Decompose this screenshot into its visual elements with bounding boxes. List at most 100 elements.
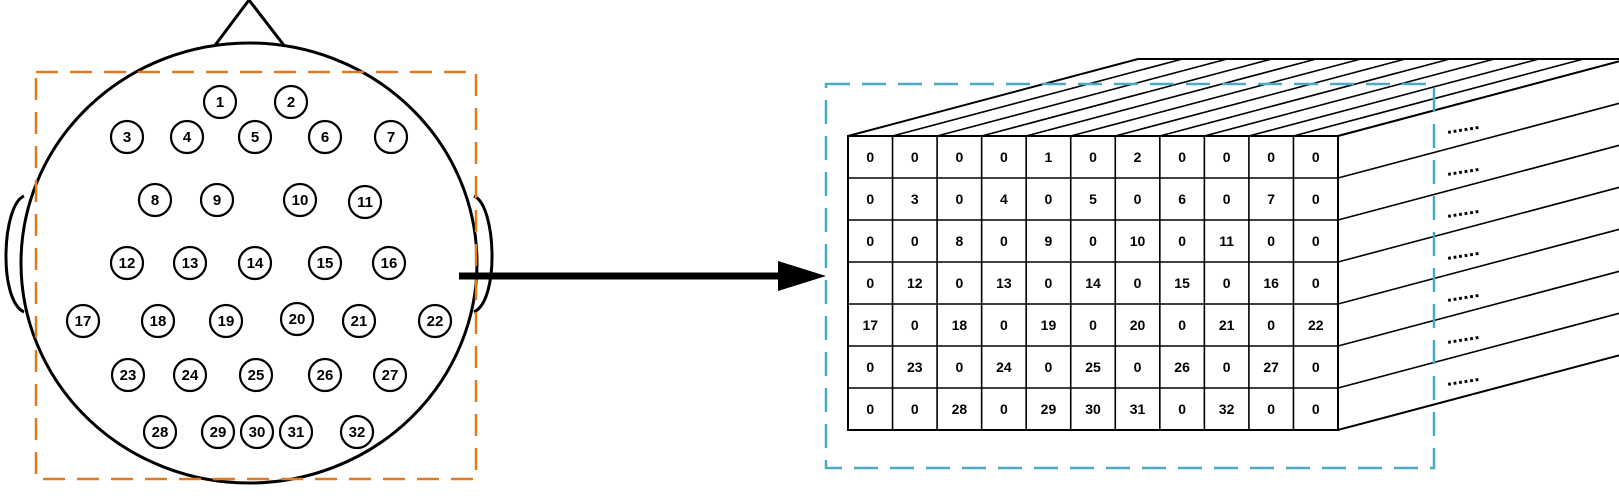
electrode-circle bbox=[307, 119, 343, 155]
electrode-label: 3 bbox=[123, 129, 131, 146]
matrix-cell: 0 bbox=[1223, 275, 1231, 291]
matrix-cell: 0 bbox=[1089, 233, 1097, 249]
matrix-cell: 0 bbox=[911, 317, 919, 333]
electrode-label: 8 bbox=[151, 192, 159, 209]
electrode-label: 17 bbox=[75, 313, 92, 330]
electrode-4: 4 bbox=[169, 119, 205, 155]
electrode-circle bbox=[172, 245, 208, 281]
matrix-cell: 0 bbox=[1178, 149, 1186, 165]
electrode-label: 9 bbox=[213, 192, 221, 209]
matrix-cell: 0 bbox=[866, 233, 874, 249]
electrode-circle bbox=[417, 303, 453, 339]
electrode-circle bbox=[279, 301, 315, 337]
matrix-cell: 0 bbox=[1134, 275, 1142, 291]
matrix-cell: 0 bbox=[1134, 359, 1142, 375]
matrix-cell: 10 bbox=[1130, 233, 1146, 249]
matrix-cell: 0 bbox=[1089, 149, 1097, 165]
matrix-cell: 27 bbox=[1263, 359, 1279, 375]
electrode-6: 6 bbox=[307, 119, 343, 155]
top-face-line bbox=[1293, 58, 1584, 137]
electrode-10: 10 bbox=[282, 182, 318, 218]
electrode-circle bbox=[238, 357, 274, 393]
electrode-22: 22 bbox=[417, 303, 453, 339]
electrode-16: 16 bbox=[371, 245, 407, 281]
matrix-cell: 0 bbox=[1000, 149, 1008, 165]
electrode-23: 23 bbox=[110, 357, 146, 393]
matrix-cell: 0 bbox=[866, 149, 874, 165]
matrix-cell: 0 bbox=[955, 275, 963, 291]
electrode-circle bbox=[307, 357, 343, 393]
electrode-label: 22 bbox=[427, 313, 444, 330]
electrode-7: 7 bbox=[373, 119, 409, 155]
electrode-29: 29 bbox=[200, 414, 236, 450]
matrix-cell: 0 bbox=[1000, 317, 1008, 333]
electrode-circle bbox=[341, 303, 377, 339]
matrix-cell: 0 bbox=[1267, 233, 1275, 249]
electrode-circle bbox=[172, 357, 208, 393]
top-face-line bbox=[1248, 58, 1540, 137]
matrix-cell: 0 bbox=[866, 401, 874, 417]
matrix-cell: 15 bbox=[1174, 275, 1190, 291]
matrix-cell: 0 bbox=[1267, 149, 1275, 165]
electrode-30: 30 bbox=[239, 414, 275, 450]
electrode-label: 6 bbox=[321, 129, 329, 146]
matrix-cell: 0 bbox=[1312, 191, 1320, 207]
matrix-cell: 0 bbox=[1223, 359, 1231, 375]
top-face-line bbox=[892, 58, 1183, 137]
electrode-label: 13 bbox=[182, 255, 199, 272]
electrode-label: 18 bbox=[150, 313, 167, 330]
electrode-circle bbox=[202, 84, 238, 120]
ellipsis-mark: ...... bbox=[1444, 280, 1480, 307]
matrix-cell: 6 bbox=[1178, 191, 1186, 207]
electrode-circle bbox=[142, 414, 178, 450]
left-ear-shape bbox=[4, 194, 25, 314]
electrode-32: 32 bbox=[339, 414, 375, 450]
matrix-frame bbox=[847, 135, 1339, 431]
matrix-cell: 20 bbox=[1130, 317, 1146, 333]
electrode-circle bbox=[109, 245, 145, 281]
electrode-9: 9 bbox=[199, 182, 235, 218]
side-face-line bbox=[1337, 312, 1619, 389]
electrode-label: 27 bbox=[382, 367, 399, 384]
electrode-label: 30 bbox=[249, 424, 266, 441]
electrode-label: 24 bbox=[182, 367, 199, 384]
top-face-line bbox=[1159, 58, 1451, 137]
electrode-label: 26 bbox=[317, 367, 334, 384]
tensor-geometry bbox=[847, 58, 1619, 432]
electrode-27: 27 bbox=[372, 357, 408, 393]
matrix-cell: 0 bbox=[1000, 233, 1008, 249]
electrode-label: 1 bbox=[216, 94, 224, 111]
matrix-cell: 26 bbox=[1174, 359, 1190, 375]
electrode-12: 12 bbox=[109, 245, 145, 281]
electrode-label: 16 bbox=[381, 255, 398, 272]
matrix-cell: 0 bbox=[1045, 359, 1053, 375]
matrix-cell: 9 bbox=[1045, 233, 1053, 249]
matrix-cell: 31 bbox=[1130, 401, 1146, 417]
electrode-label: 28 bbox=[152, 424, 169, 441]
top-face-line bbox=[1025, 58, 1317, 137]
electrode-label: 15 bbox=[317, 255, 334, 272]
matrix-cell: 0 bbox=[1312, 401, 1320, 417]
matrix-cell: 0 bbox=[911, 233, 919, 249]
side-face-line bbox=[1337, 228, 1619, 305]
right-ear-shape bbox=[473, 194, 494, 314]
matrix-cell: 24 bbox=[996, 359, 1012, 375]
matrix-cell: 0 bbox=[1312, 275, 1320, 291]
electrode-circle bbox=[199, 182, 235, 218]
top-face-line bbox=[936, 58, 1228, 137]
electrode-3: 3 bbox=[109, 119, 145, 155]
matrix-cell: 0 bbox=[1312, 359, 1320, 375]
electrode-circle bbox=[282, 182, 318, 218]
electrode-label: 10 bbox=[292, 192, 309, 209]
head-selection-box bbox=[34, 70, 478, 481]
electrode-label: 20 bbox=[289, 311, 306, 328]
matrix-cell: 3 bbox=[911, 191, 919, 207]
electrode-circle bbox=[109, 119, 145, 155]
ellipsis-mark: ...... bbox=[1444, 238, 1480, 265]
arrow-head bbox=[778, 261, 826, 291]
electrode-label: 32 bbox=[349, 424, 366, 441]
matrix-cell: 1 bbox=[1045, 149, 1053, 165]
electrode-label: 12 bbox=[119, 255, 136, 272]
matrix-cell: 0 bbox=[1267, 401, 1275, 417]
